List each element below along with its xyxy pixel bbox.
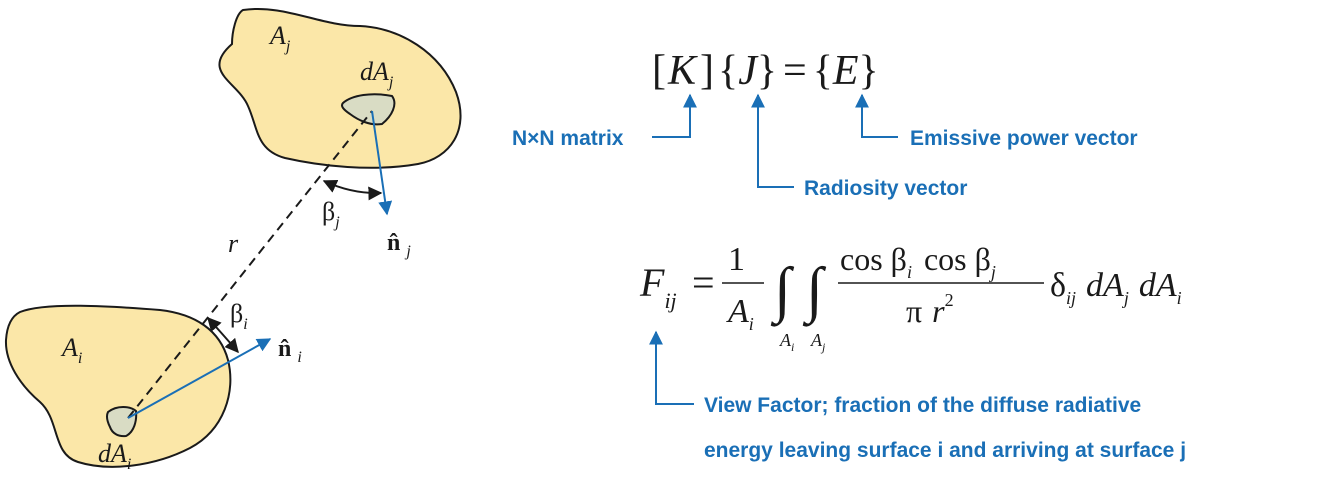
label-emissive-power-vector: Emissive power vector <box>910 127 1138 150</box>
normal-vector-i <box>127 338 272 419</box>
callout-radiosity-line <box>751 93 794 188</box>
vf-integral-1: ∫ <box>770 256 795 327</box>
matrix-equation-text: [K]{J}={E} <box>652 48 879 94</box>
callout-matrix-line <box>652 93 697 138</box>
distance-line-r <box>127 110 373 419</box>
label-radiosity-vector: Radiosity vector <box>804 177 967 200</box>
vf-denominator-A: Ai <box>726 293 754 334</box>
patch-j <box>340 93 396 126</box>
surface-i-label: Ai <box>60 333 82 367</box>
vf-equals: = <box>692 260 715 305</box>
normal-vector-j <box>371 110 393 216</box>
label-view-factor-line2: energy leaving surface i and arriving at… <box>704 439 1186 462</box>
vf-integral-2: ∫ <box>802 256 827 327</box>
normal-j-label: n̂j <box>387 230 411 260</box>
vf-integral-lower-1: Ai <box>779 330 794 354</box>
angle-beta-j-label: βj <box>322 197 340 231</box>
label-view-factor-line1: View Factor; fraction of the diffuse rad… <box>704 394 1141 417</box>
surface-j-blob <box>218 8 462 169</box>
callout-emissive-line <box>855 93 898 138</box>
vf-integral-lower-2: Aj <box>810 330 826 354</box>
matrix-equation: [K]{J}={E} N×N matrix Radiosity vector E… <box>512 48 1138 200</box>
normal-i-label: n̂i <box>278 336 302 366</box>
callout-view-factor-line <box>649 330 694 405</box>
surface-i-blob <box>4 304 232 468</box>
angle-beta-i-label: βi <box>230 299 248 333</box>
label-nxn-matrix: N×N matrix <box>512 127 624 150</box>
patch-i <box>105 406 138 438</box>
geometry-sketch: Aj dAj Ai dAi r βj βi n̂j n̂i <box>4 8 462 473</box>
patch-j-label: dAj <box>360 57 394 91</box>
patch-i-label: dAi <box>98 439 131 473</box>
vf-numerator-one: 1 <box>728 241 745 278</box>
vf-F-symbol: Fij <box>639 260 677 313</box>
distance-r-label: r <box>228 229 239 258</box>
angle-arc-beta-i <box>207 316 239 354</box>
surface-j-label: Aj <box>268 21 291 55</box>
angle-arc-beta-j <box>322 179 383 201</box>
